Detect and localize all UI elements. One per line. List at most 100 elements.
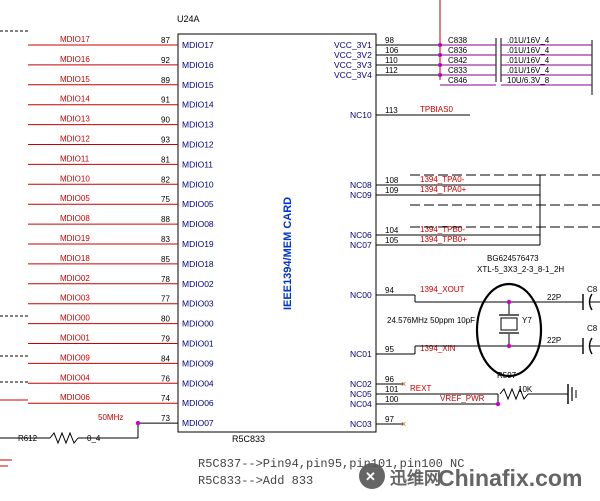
right-net-label: TPBIAS0 bbox=[420, 105, 453, 114]
left-net-label: MDIO05 bbox=[60, 194, 90, 203]
chip-body bbox=[177, 33, 377, 433]
left-net-label: MDIO11 bbox=[60, 154, 90, 163]
left-net-label: MDIO00 bbox=[60, 314, 90, 323]
left-pin-number: 91 bbox=[161, 96, 170, 105]
right-pin-name: NC10 bbox=[350, 110, 372, 120]
no-connect-mark: × bbox=[401, 419, 406, 429]
left-pin-number: 80 bbox=[161, 315, 170, 324]
right-pin-name: NC06 bbox=[350, 230, 372, 240]
vcc-pin-name: VCC_3V4 bbox=[334, 70, 372, 80]
chip-part: R5C833 bbox=[232, 434, 265, 444]
watermark: ✕ 迅维网 Chinafix.com bbox=[359, 463, 582, 491]
vcc-pin-number: 106 bbox=[385, 46, 399, 55]
cap-value: .01U/16V_4 bbox=[507, 56, 550, 65]
right-pin-name: NC04 bbox=[350, 399, 372, 409]
crystal-cap-bottom-ref: C8 bbox=[587, 324, 598, 333]
left-net-label: MDIO08 bbox=[60, 214, 90, 223]
watermark-cn: 迅维网 bbox=[390, 468, 441, 488]
left-pin-name: MDIO10 bbox=[182, 179, 214, 189]
left-pin-number: 92 bbox=[161, 56, 170, 65]
crystal-highlight-circle bbox=[475, 282, 543, 378]
left-pin-number: 73 bbox=[161, 414, 170, 423]
left-pin-name: MDIO13 bbox=[182, 120, 214, 130]
left-pin-number: 82 bbox=[161, 175, 170, 184]
left-pin-number: 74 bbox=[161, 394, 170, 403]
left-net-label: MDIO17 bbox=[60, 35, 90, 44]
rext-res-value: 10K bbox=[518, 385, 533, 394]
left-pin-name: MDIO03 bbox=[182, 299, 214, 309]
left-pin-number: 75 bbox=[161, 195, 170, 204]
left-net-label: MDIO16 bbox=[60, 55, 90, 64]
left-pin-name: MDIO19 bbox=[182, 239, 214, 249]
vcc-pin-name: VCC_3V2 bbox=[334, 50, 372, 60]
left-pin-name: MDIO09 bbox=[182, 358, 214, 368]
left-net-label: MDIO03 bbox=[60, 294, 90, 303]
right-pin-number: 97 bbox=[385, 415, 394, 424]
left-net-label: MDIO15 bbox=[60, 75, 90, 84]
cap-ref: C836 bbox=[448, 46, 468, 55]
clock-resistor bbox=[49, 431, 79, 445]
left-pin-number: 77 bbox=[161, 295, 170, 304]
left-pin-number: 78 bbox=[161, 275, 170, 284]
right-pin-name: NC03 bbox=[350, 419, 372, 429]
left-pin-name: MDIO16 bbox=[182, 60, 214, 70]
left-net-label: 50MHz bbox=[98, 413, 123, 422]
cap-ref: C833 bbox=[448, 66, 468, 75]
clock-res-value: 0_4 bbox=[87, 434, 101, 443]
cap-ref: C846 bbox=[448, 76, 468, 85]
left-pin-number: 81 bbox=[161, 155, 170, 164]
right-pin-number: 94 bbox=[385, 286, 394, 295]
chip-title: IEEE1394/MEM CARD bbox=[282, 197, 294, 310]
right-pin-name: NC00 bbox=[350, 290, 372, 300]
left-pin-number: 83 bbox=[161, 235, 170, 244]
left-pin-number: 90 bbox=[161, 116, 170, 125]
left-net-label: MDIO04 bbox=[60, 373, 90, 382]
left-pin-name: MDIO14 bbox=[182, 100, 214, 110]
left-pin-name: MDIO15 bbox=[182, 80, 214, 90]
crystal-footprint: XTL-5_3X3_2-3_8-1_2H bbox=[477, 265, 564, 274]
left-pin-number: 76 bbox=[161, 374, 170, 383]
left-net-label: MDIO01 bbox=[60, 334, 90, 343]
rext-res-ref: R597 bbox=[497, 371, 517, 380]
left-pin-name: MDIO01 bbox=[182, 339, 214, 349]
left-pin-number: 89 bbox=[161, 76, 170, 85]
crystal-bom: BG624576473 bbox=[487, 254, 539, 263]
left-pin-name: MDIO17 bbox=[182, 40, 214, 50]
watermark-en: Chinafix.com bbox=[438, 465, 582, 491]
cap-value: .01U/16V_4 bbox=[507, 36, 550, 45]
note-line-2: R5C833-->Add 833 bbox=[198, 474, 313, 488]
left-pin-name: MDIO02 bbox=[182, 279, 214, 289]
left-pin-number: 85 bbox=[161, 255, 170, 264]
right-pin-number: 101 bbox=[385, 385, 399, 394]
left-net-label: MDIO12 bbox=[60, 135, 90, 144]
right-net-label: VREF_PWR bbox=[440, 394, 485, 403]
left-pin-name: MDIO18 bbox=[182, 259, 214, 269]
right-net-label: 1394_TPA0+ bbox=[420, 185, 467, 194]
cap-value: .01U/16V_4 bbox=[507, 46, 550, 55]
rext-resistor bbox=[499, 387, 529, 401]
left-net-label: MDIO18 bbox=[60, 254, 90, 263]
right-pin-number: 95 bbox=[385, 345, 394, 354]
right-net-label: 1394_XOUT bbox=[420, 285, 465, 294]
crystal-cap-top-ref: C8 bbox=[587, 285, 598, 294]
right-pin-name: NC05 bbox=[350, 389, 372, 399]
left-net-label: MDIO10 bbox=[60, 174, 90, 183]
junction-dot bbox=[495, 401, 501, 407]
right-pin-name: NC02 bbox=[350, 379, 372, 389]
vcc-pin-name: VCC_3V3 bbox=[334, 60, 372, 70]
crystal-ref: Y7 bbox=[522, 316, 532, 325]
vcc-pin-number: 98 bbox=[385, 36, 394, 45]
left-pin-number: 79 bbox=[161, 335, 170, 344]
crystal-symbol bbox=[500, 317, 518, 331]
junction-dot bbox=[506, 299, 512, 305]
left-net-label: MDIO09 bbox=[60, 353, 90, 362]
right-pin-name: NC01 bbox=[350, 349, 372, 359]
chip-ref: U24A bbox=[177, 14, 200, 24]
load-cap-plate bbox=[588, 337, 593, 355]
left-pin-name: MDIO11 bbox=[182, 159, 213, 169]
left-net-label: MDIO14 bbox=[60, 95, 90, 104]
